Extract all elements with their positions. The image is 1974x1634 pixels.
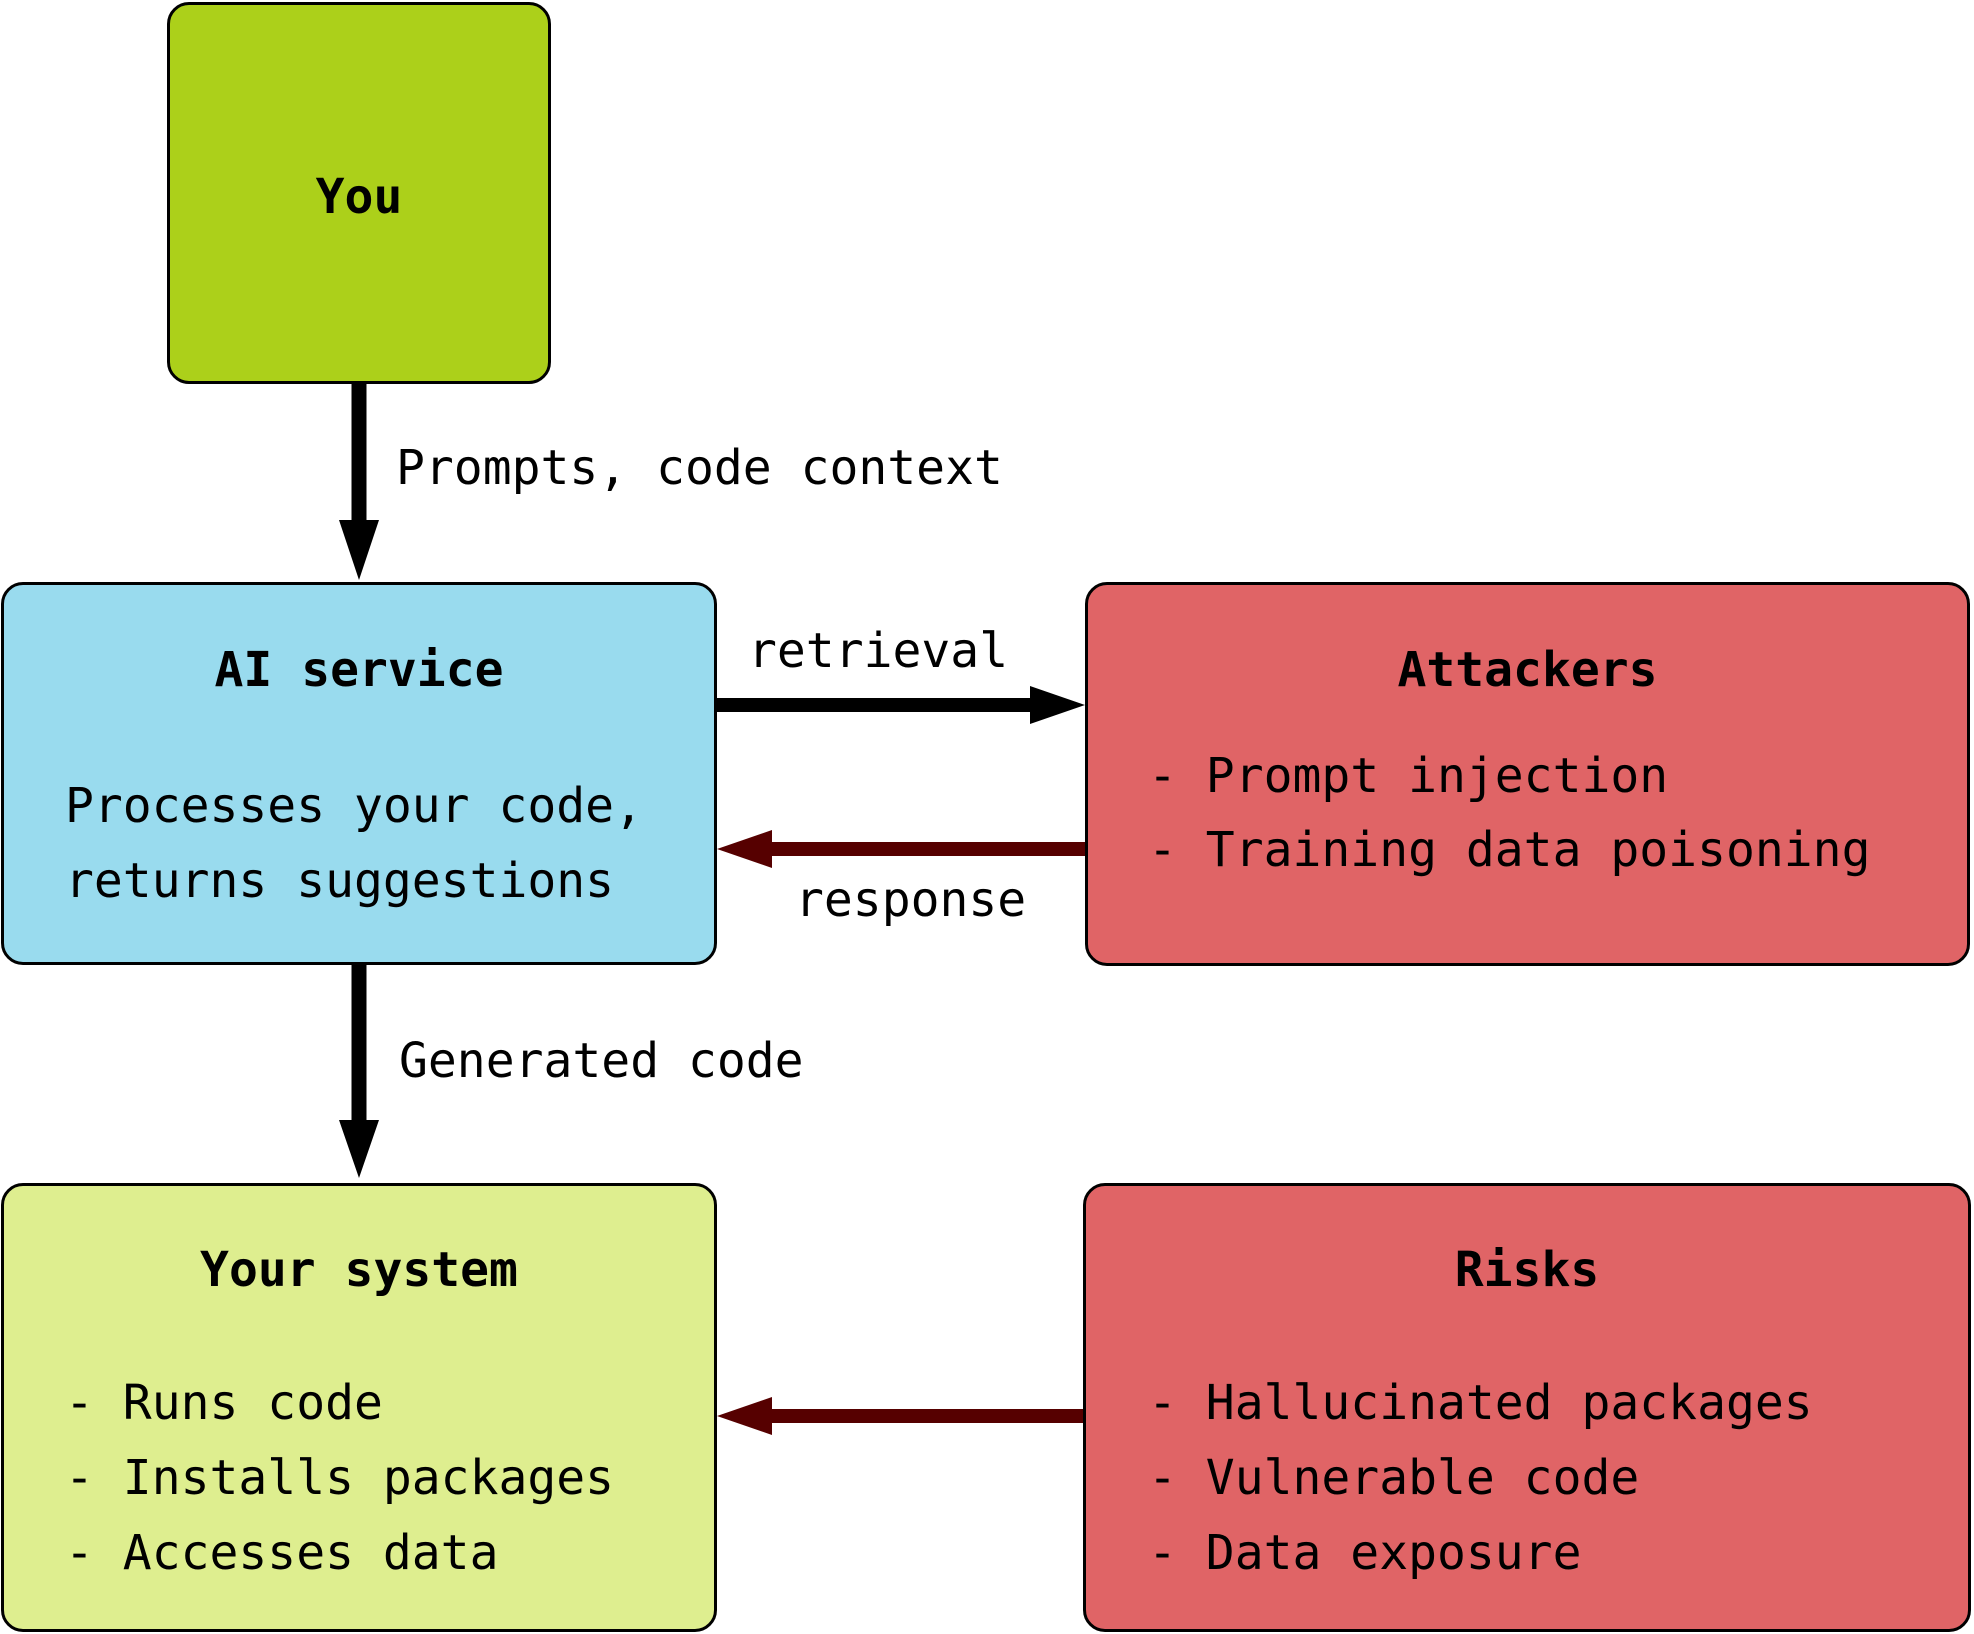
node-ai-service-line: Processes your code, — [65, 778, 643, 834]
node-risks-line: - Vulnerable code — [1148, 1450, 1640, 1506]
edge-label-retrieval: retrieval — [748, 623, 1009, 679]
arrow-attackers-to-ai-service — [717, 830, 1087, 868]
node-risks-line: - Hallucinated packages — [1148, 1375, 1813, 1431]
node-your-system-title: Your system — [200, 1242, 518, 1298]
node-attackers-line: - Training data poisoning — [1148, 822, 1871, 878]
node-attackers-line: - Prompt injection — [1148, 748, 1669, 804]
arrow-ai-service-to-attackers — [716, 686, 1085, 724]
node-ai-service-line: returns suggestions — [65, 853, 615, 909]
node-your-system-line: - Runs code — [65, 1375, 383, 1431]
arrow-you-to-ai-service — [339, 384, 379, 580]
node-risks: Risks - Hallucinated packages - Vulnerab… — [1083, 1183, 1971, 1632]
arrow-risks-to-your-system — [717, 1397, 1085, 1435]
node-your-system-line: - Installs packages — [65, 1450, 615, 1506]
node-you: You — [167, 2, 551, 384]
edge-label-prompts: Prompts, code context — [396, 440, 1003, 496]
node-your-system: Your system - Runs code - Installs packa… — [1, 1183, 717, 1632]
node-attackers-title: Attackers — [1397, 642, 1658, 698]
node-ai-service-title: AI service — [214, 642, 504, 698]
node-risks-title: Risks — [1454, 1242, 1600, 1298]
edge-label-response: response — [795, 872, 1027, 928]
node-risks-line: - Data exposure — [1148, 1525, 1582, 1581]
node-your-system-line: - Accesses data — [65, 1525, 499, 1581]
node-you-title: You — [315, 169, 403, 225]
node-ai-service: AI service Processes your code, returns … — [1, 582, 717, 965]
edge-label-generated-code: Generated code — [399, 1033, 804, 1089]
arrow-ai-service-to-your-system — [339, 965, 379, 1178]
node-attackers: Attackers - Prompt injection - Training … — [1085, 582, 1970, 966]
